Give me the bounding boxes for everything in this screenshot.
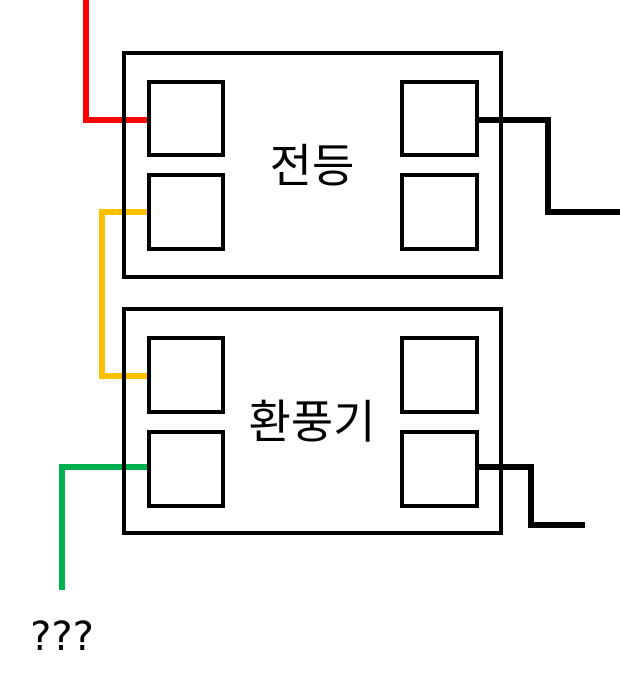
fan-switch-body — [122, 307, 503, 535]
black-wire-light — [477, 117, 620, 215]
black-wire-fan — [477, 464, 585, 528]
fan-switch-label: 환풍기 — [249, 395, 376, 449]
light-terminal-bottom-right — [400, 173, 479, 251]
light-switch: 전등 — [122, 51, 503, 279]
light-terminal-bottom-left — [147, 173, 225, 251]
light-terminal-top-right — [400, 80, 479, 157]
fan-terminal-top-left — [147, 336, 225, 414]
light-terminal-top-left — [147, 80, 225, 157]
fan-terminal-bottom-left — [147, 430, 225, 508]
red-wire — [83, 0, 149, 123]
unknown-wire-label: ??? — [30, 614, 94, 660]
light-switch-label: 전등 — [270, 139, 355, 193]
fan-terminal-top-right — [400, 336, 479, 414]
fan-switch: 환풍기 — [122, 307, 503, 535]
light-switch-body — [122, 51, 503, 279]
fan-terminal-bottom-right — [400, 430, 479, 508]
green-wire — [59, 464, 149, 590]
